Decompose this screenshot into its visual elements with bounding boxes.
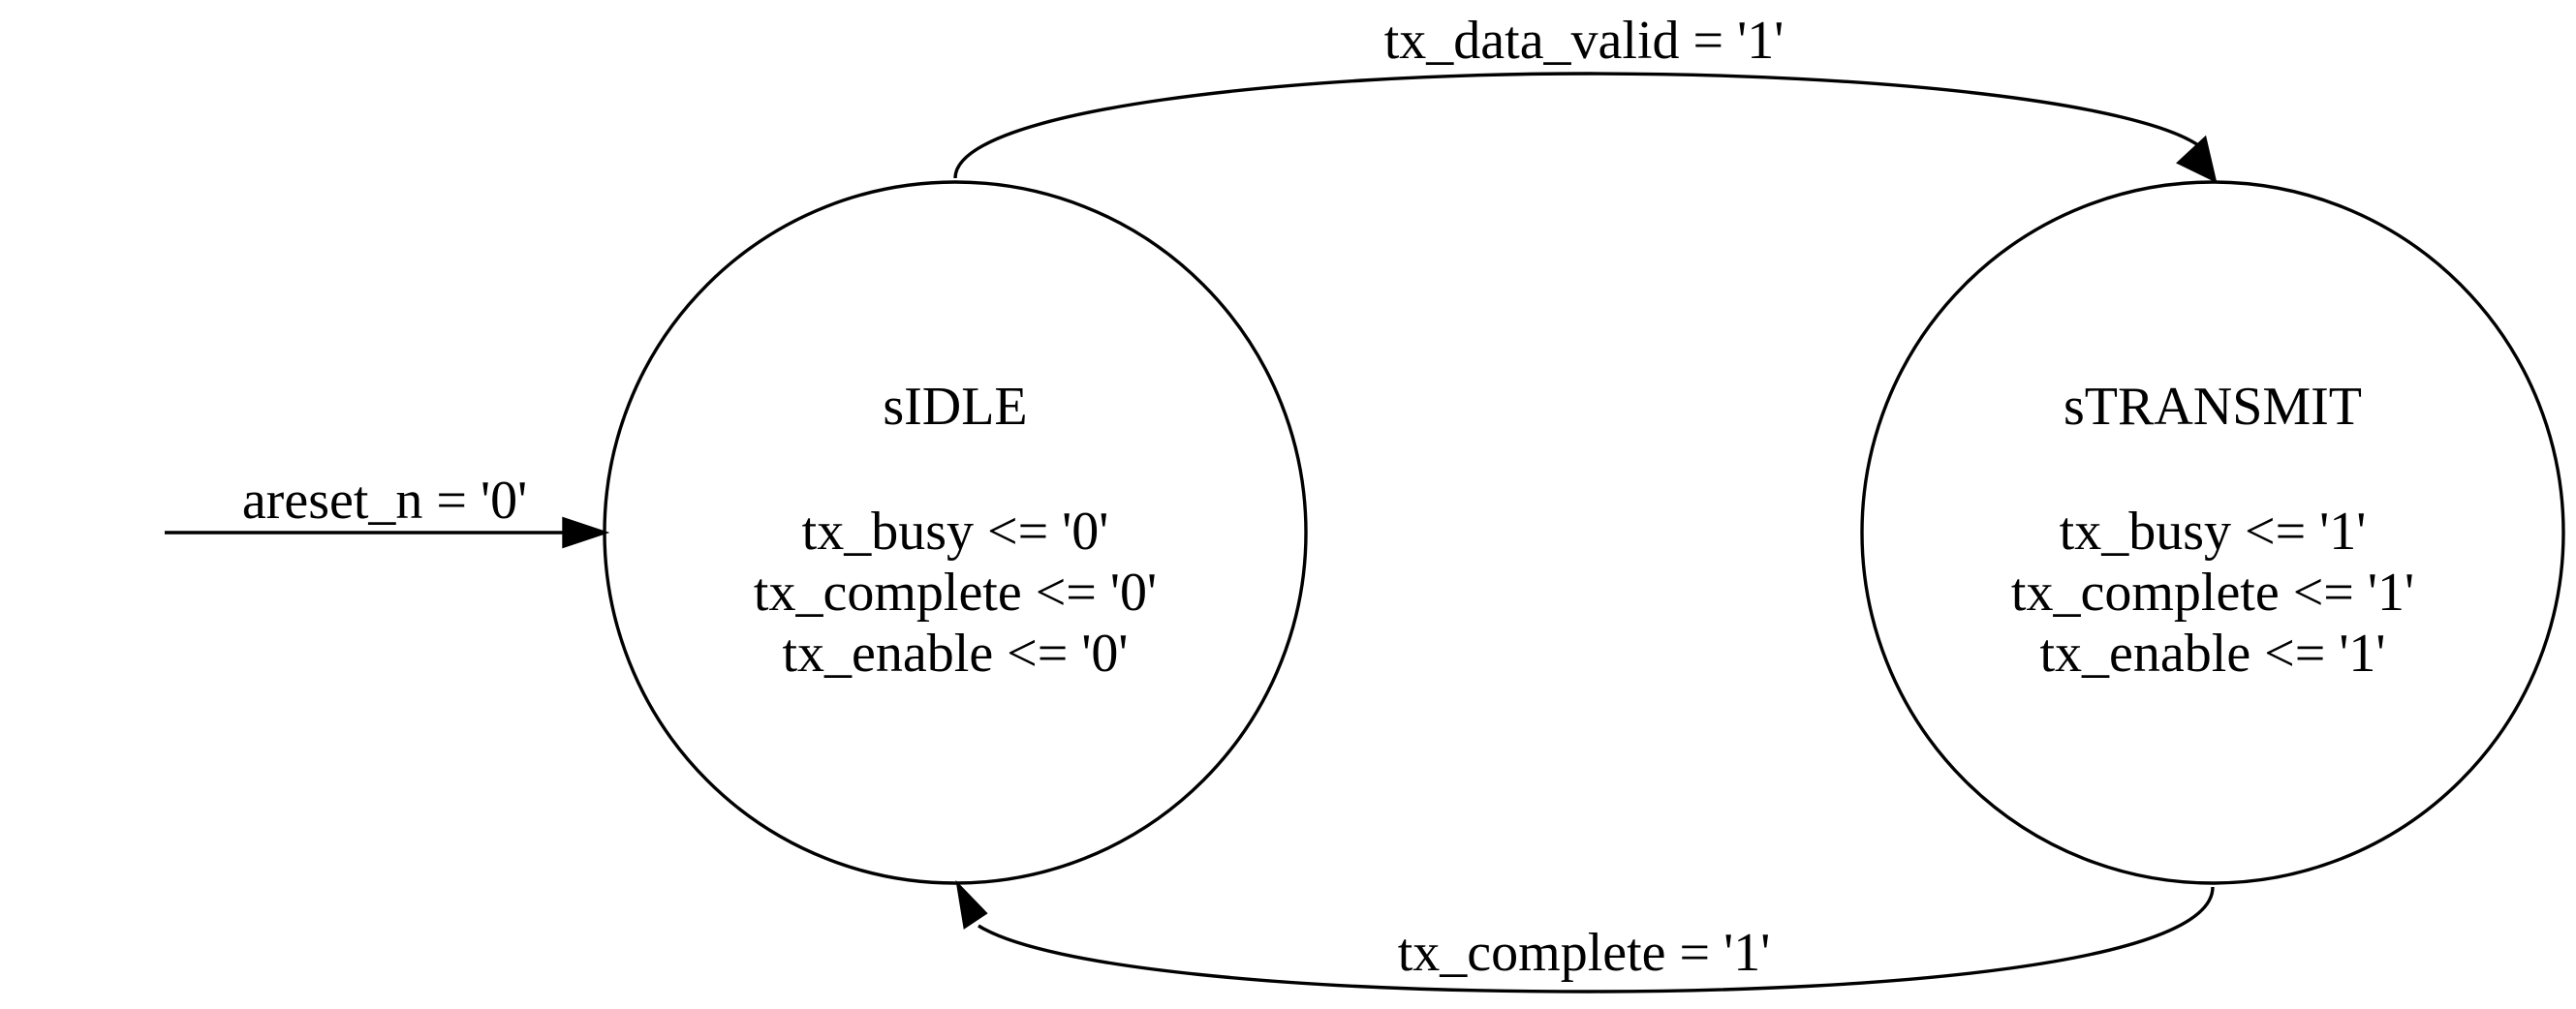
transition-idle-to-transmit: tx_data_valid = '1' [953, 11, 2218, 184]
state-idle-action-1: tx_busy <= '0' [802, 502, 1109, 562]
state-transmit-circle [1860, 180, 2565, 885]
state-transmit-name: sTRANSMIT [2064, 377, 2362, 437]
state-transmit-action-1: tx_busy <= '1' [2060, 502, 2367, 562]
transition-reset: areset_n = '0' [165, 471, 610, 549]
transition-transmit-to-idle-label: tx_complete = '1' [1398, 923, 1771, 983]
state-idle-action-3: tx_enable <= '0' [782, 624, 1128, 684]
state-idle-name: sIDLE [883, 377, 1027, 437]
transition-transmit-to-idle-arrowhead [955, 879, 988, 930]
transition-transmit-to-idle: tx_complete = '1' [955, 879, 2215, 994]
state-transmit-action-2: tx_complete <= '1' [2011, 563, 2414, 623]
transition-reset-arrowhead [562, 516, 610, 549]
transition-idle-to-transmit-arrowhead [2176, 135, 2218, 184]
transition-idle-to-transmit-label: tx_data_valid = '1' [1384, 11, 1785, 71]
state-transmit-action-3: tx_enable <= '1' [2039, 624, 2385, 684]
transition-idle-to-transmit-curve [953, 72, 2203, 179]
state-idle-action-2: tx_complete <= '0' [754, 563, 1157, 623]
state-transmit: sTRANSMIT tx_busy <= '1' tx_complete <= … [1860, 180, 2565, 885]
state-idle: sIDLE tx_busy <= '0' tx_complete <= '0' … [603, 180, 1308, 885]
transition-transmit-to-idle-curve [978, 886, 2215, 994]
transition-reset-label: areset_n = '0' [242, 471, 527, 531]
